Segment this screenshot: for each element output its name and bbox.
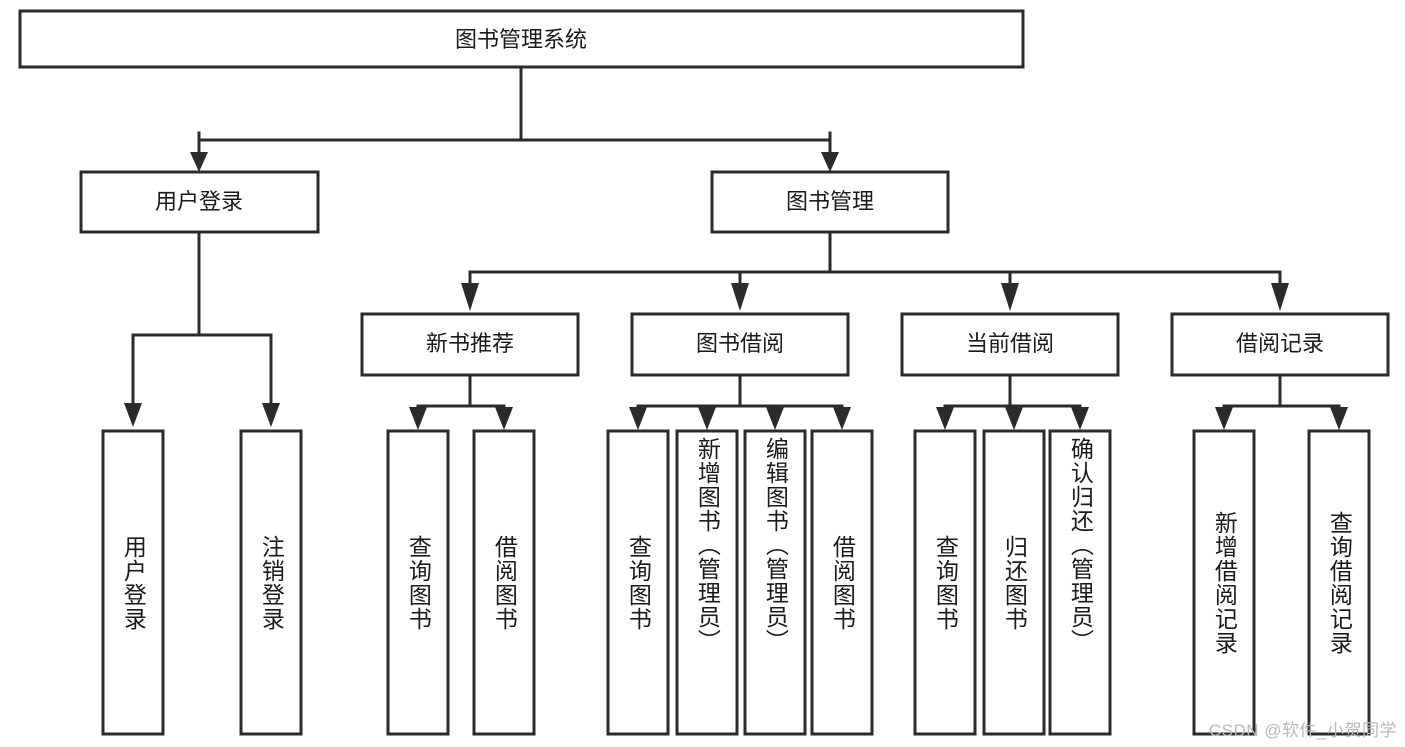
node-root-box[interactable] <box>18 9 1025 69</box>
arrow-head-bb-borrow-book <box>833 407 851 430</box>
leaf-box-bb-edit-book[interactable] <box>743 429 807 736</box>
arrow-head-nb-query-book <box>409 407 427 430</box>
arrow-head-leaf-logout <box>262 403 280 427</box>
node-new-book-recommend-box[interactable] <box>360 312 580 377</box>
leaf-box-bb-add-book[interactable] <box>675 429 739 736</box>
arrow-head-br-query-record <box>1330 407 1348 430</box>
arrow-head-borrow-record <box>1271 283 1289 311</box>
leaf-box-bb-borrow-book[interactable] <box>810 429 874 736</box>
arrow-head-cb-query-book <box>936 407 954 430</box>
node-book-manage-box[interactable] <box>710 170 950 234</box>
node-borrow-record-label: 借阅记录 <box>1236 331 1324 356</box>
node-new-book-recommend-label: 新书推荐 <box>426 331 514 356</box>
leaf-box-bb-query-book[interactable] <box>606 429 670 736</box>
node-book-borrow-box[interactable] <box>630 312 850 377</box>
leaf-box-logout[interactable] <box>239 429 303 736</box>
node-user-login-label: 用户登录 <box>155 189 243 214</box>
leaf-box-cb-return-book[interactable] <box>982 429 1046 736</box>
node-book-manage-label: 图书管理 <box>786 189 874 214</box>
node-borrow-record-box[interactable] <box>1170 312 1390 377</box>
arrow-head-nb-borrow-book <box>495 407 513 430</box>
arrow-head-new-book <box>461 283 479 311</box>
leaf-box-nb-query-book[interactable] <box>386 429 450 736</box>
leaf-box-nb-borrow-book[interactable] <box>472 429 536 736</box>
arrow-head-cb-return-book <box>1005 407 1023 430</box>
arrow-head-br-add-record <box>1215 407 1233 430</box>
arrow-head-book-borrow <box>731 283 749 311</box>
leaf-box-cb-query-book[interactable] <box>913 429 977 736</box>
arrow-head-book-manage <box>821 152 839 172</box>
arrow-head-user-login <box>190 152 208 172</box>
node-root-label: 图书管理系统 <box>455 27 587 52</box>
leaf-box-cb-confirm-return[interactable] <box>1048 429 1112 736</box>
leaf-box-br-add-record[interactable] <box>1192 429 1256 736</box>
node-book-borrow-label: 图书借阅 <box>696 331 784 356</box>
watermark-text: CSDN @软件_小贺同学 <box>1208 721 1397 740</box>
leaf-box-user-login[interactable] <box>101 429 165 736</box>
node-user-login-box[interactable] <box>79 170 320 234</box>
arrow-head-bb-edit-book <box>766 407 784 430</box>
arrow-head-current-borrow <box>1001 283 1019 311</box>
leaf-box-br-query-record[interactable] <box>1307 429 1371 736</box>
node-current-borrow-box[interactable] <box>900 312 1120 377</box>
arrow-head-cb-confirm-return <box>1071 407 1089 430</box>
arrow-head-leaf-user-login <box>124 403 142 427</box>
arrow-head-bb-query-book <box>629 407 647 430</box>
arrow-head-bb-add-book <box>698 407 716 430</box>
node-current-borrow-label: 当前借阅 <box>966 331 1054 356</box>
